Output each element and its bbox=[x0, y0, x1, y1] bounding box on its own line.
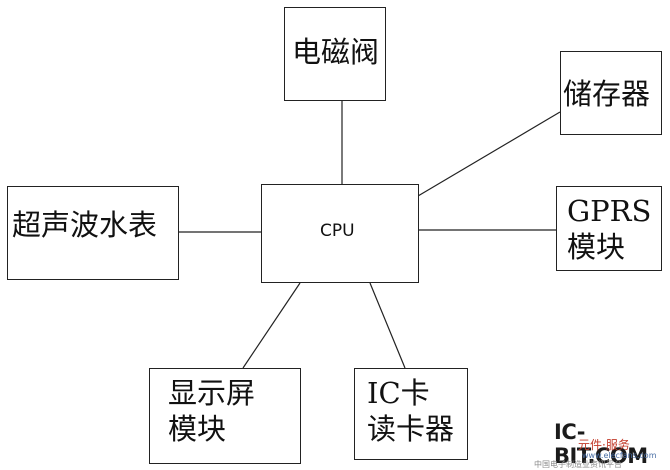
node-display-module: 显示屏 模块 bbox=[149, 368, 301, 464]
node-label: 储存器 bbox=[563, 77, 651, 111]
node-storage: 储存器 bbox=[560, 51, 662, 135]
watermark-cn: 元件·服务 bbox=[578, 438, 630, 452]
watermark-sub: 中国电子制造业资讯平台 bbox=[534, 460, 622, 469]
node-label: GPRS 模块 bbox=[567, 194, 652, 265]
node-label: 显示屏 模块 bbox=[168, 376, 256, 447]
watermark-logo: IC-BIT.COM bbox=[554, 420, 648, 468]
edge-cpu-ic-card-reader bbox=[369, 282, 406, 369]
node-label: IC卡 读卡器 bbox=[367, 376, 455, 447]
edge-cpu-storage bbox=[417, 111, 561, 197]
node-solenoid-valve: 电磁阀 bbox=[284, 7, 386, 101]
node-ic-card-reader: IC卡 读卡器 bbox=[354, 368, 468, 460]
node-cpu: CPU bbox=[261, 184, 419, 283]
edge-cpu-display-module bbox=[242, 282, 301, 369]
node-ultrasonic-meter: 超声波水表 bbox=[7, 186, 179, 280]
node-label: 超声波水表 bbox=[12, 208, 158, 242]
watermark-url: www.elecfans.com bbox=[582, 451, 657, 460]
node-gprs-module: GPRS 模块 bbox=[556, 186, 662, 271]
watermark: IC-BIT.COM 元件·服务 www.elecfans.com 中国电子制造… bbox=[534, 412, 668, 469]
node-label: CPU bbox=[320, 221, 355, 241]
node-label: 电磁阀 bbox=[292, 35, 380, 69]
